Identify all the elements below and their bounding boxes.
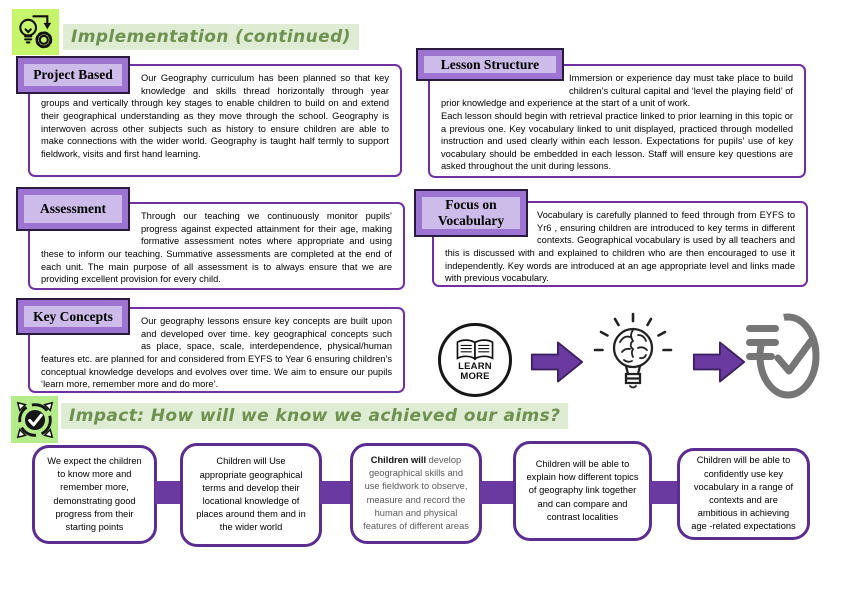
assessment-text: Through our teaching we continuously mon…: [41, 211, 392, 285]
right-arrow-icon: [692, 341, 746, 383]
flow-connector: [650, 481, 679, 504]
project-based-label: Project Based: [16, 56, 130, 94]
impact-box-3: Children will develop geographical skill…: [350, 443, 482, 544]
lesson-structure-text: Immersion or experience day must take pl…: [441, 73, 793, 172]
project-based-text: Our Geography curriculum has been planne…: [41, 73, 389, 159]
impact-check-icon: [11, 396, 58, 443]
page-title: Implementation (continued): [63, 24, 359, 50]
key-concepts-panel: Our geography lessons ensure key concept…: [28, 307, 405, 393]
right-arrow-icon: [530, 341, 584, 383]
focus-vocabulary-label: Focus on Vocabulary: [414, 189, 528, 237]
lesson-structure-panel: Immersion or experience day must take pl…: [428, 64, 806, 178]
brain-lightbulb-icon: [593, 312, 673, 389]
impact-box-2: Children will Use appropriate geographic…: [180, 443, 322, 547]
assessment-label: Assessment: [16, 187, 130, 231]
key-concepts-label: Key Concepts: [16, 298, 130, 335]
assessment-panel: Through our teaching we continuously mon…: [28, 202, 405, 290]
flow-connector: [320, 481, 352, 504]
flow-connector: [480, 481, 515, 504]
checklist-check-icon: [746, 313, 820, 399]
project-based-panel: Our Geography curriculum has been planne…: [28, 64, 402, 177]
impact-title: Impact: How will we know we achieved our…: [61, 403, 569, 429]
impact-box-1: We expect the children to know more and …: [32, 445, 157, 544]
focus-vocabulary-text: Vocabulary is carefully planned to feed …: [445, 210, 795, 284]
impact-box-4: Children will be able to explain how dif…: [513, 441, 652, 541]
impact-box-5: Children will be able to confidently use…: [677, 448, 810, 540]
learn-more-book-icon: LEARN MORE: [438, 323, 512, 397]
key-concepts-text: Our geography lessons ensure key concept…: [41, 316, 392, 390]
open-book-icon: [456, 339, 494, 361]
lightbulb-gear-icon: [12, 9, 59, 55]
flow-connector: [155, 481, 182, 504]
learn-more-text: LEARN MORE: [458, 361, 492, 382]
focus-vocabulary-panel: Vocabulary is carefully planned to feed …: [432, 201, 808, 287]
lesson-structure-label: Lesson Structure: [416, 48, 564, 81]
